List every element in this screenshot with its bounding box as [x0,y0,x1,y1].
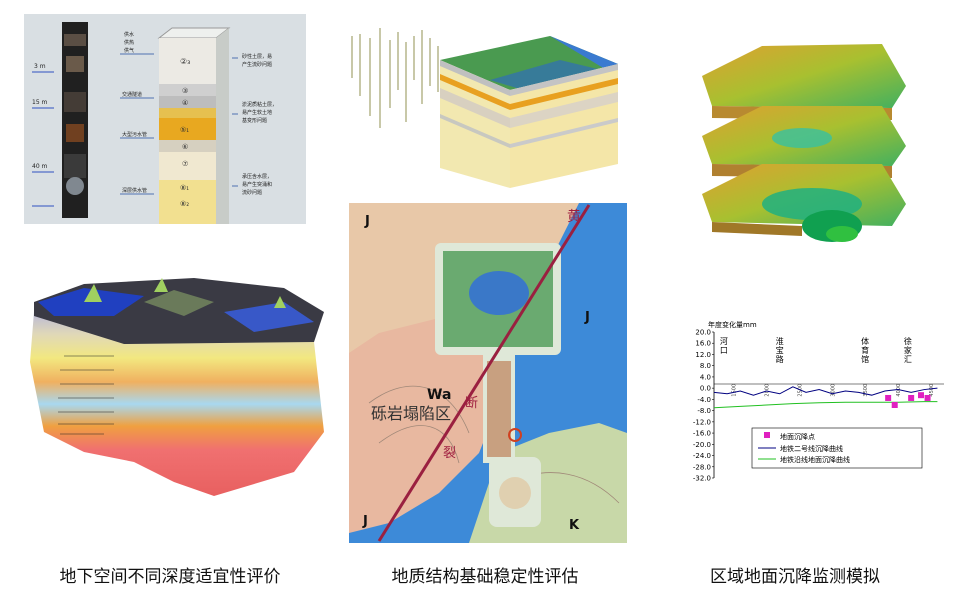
fault-label: 断 [465,396,478,411]
layer-note: 产生流砂问题 [242,61,272,68]
geology-map-panel: J J J K Wa 砾岩塌陷区 黄 断 裂 [349,203,627,543]
layer-id: ⑦ [182,160,188,168]
x-tick-label: 4500 [929,384,935,397]
subsidence-chart: 年度变化量mm 20.0 16.0 12.0 8.0 4.0 0.0 -4.0 -8.0 -12… [693,320,944,483]
depth-label: 40 m [32,163,48,170]
y-tick-label: -32.0 [693,475,711,483]
x-tick-label: 3500 [863,384,869,397]
subsidence-point [924,394,931,401]
layer-id: ⑧₂ [180,200,189,208]
subsidence-chart-panel: 年度变化量mm 20.0 16.0 12.0 8.0 4.0 0.0 -4.0 -8.0 -12… [668,318,950,484]
station-label: 育 [861,345,869,355]
station-label: 馆 [861,354,869,364]
utility-label: 交通隧道 [122,91,142,98]
y-tick-label: 8.0 [700,362,711,370]
legend-label: 地面沉降点 [780,432,815,441]
map-zone-label: J [362,514,368,529]
y-tick-label: 16.0 [695,340,711,348]
geology-block-panel [340,18,630,193]
station-label: 口 [720,346,728,355]
utility-label: 大型污水管 [122,131,147,138]
map-zone-label: J [364,214,370,229]
depth-label: 3 m [34,63,46,70]
subsidence-point [891,402,898,408]
x-tick-label: 2000 [765,384,771,397]
utility-label: 供水 [124,31,134,38]
layer-note: 承压含水层， [242,173,272,180]
caption-depth-evaluation: 地下空间不同深度适宜性评价 [59,567,281,587]
y-tick-label: -24.0 [693,452,711,460]
station-label: 河 [720,336,728,346]
caption-stability-assessment: 地质结构基础稳定性评估 [391,567,579,587]
depth-label: 15 m [32,99,48,106]
map-zone-label: K [569,518,580,533]
station-label: 宝 [776,345,784,355]
fault-label: 裂 [443,446,456,461]
chart-header: 年度变化量mm [708,320,757,329]
map-region-label: 砾岩塌陷区 [371,404,451,423]
layer-note: 易产生软土地 [242,109,272,116]
layer-note: 砂性土层，易 [242,53,272,60]
y-tick-label: -28.0 [693,463,711,471]
station-label: 淮 [776,336,784,346]
station-label: 汇 [904,355,912,364]
map-wa-label: Wa [427,387,451,403]
depth-suitability-panel: 3 m 15 m 40 m 供水 供热 供气 交通隧道 大型污水管 深层供水管 … [24,14,306,224]
utility-label: 深层供水管 [122,187,147,194]
y-tick-label: 0.0 [700,385,711,393]
fault-line [377,204,591,542]
caption-subsidence-monitoring: 区域地面沉降监测模拟 [710,567,880,587]
y-tick-label: 4.0 [700,373,711,381]
subsidence-surface-panel [692,36,914,248]
depth-suitability-figure: 3 m 15 m 40 m 供水 供热 供气 交通隧道 大型污水管 深层供水管 … [24,14,306,224]
layer-note: 易产生突涌和 [242,181,272,188]
legend-label: 地铁沿线地面沉降曲线 [780,455,850,464]
ground-settlement-line [713,401,938,409]
y-tick-label: -16.0 [693,430,711,438]
layer-id: ④ [182,99,188,107]
y-tick-label: -12.0 [693,418,711,426]
layer-note: 流砂问题 [242,189,262,196]
utility-label: 供气 [124,47,134,54]
terrain-layer-figure [30,278,324,496]
geology-map-figure: J J J K Wa 砾岩塌陷区 黄 断 裂 [349,203,627,543]
y-tick-label: -20.0 [693,441,711,449]
layer-note: 基变形问题 [242,117,267,124]
subsidence-point [885,394,892,401]
y-tick-label: -4.0 [697,396,711,404]
layer-id: ③ [182,87,188,95]
y-tick-label: 20.0 [695,329,711,337]
x-tick-label: 1500 [732,384,738,397]
layer-note: 淤泥质粘土层， [242,101,277,108]
y-tick-label: -8.0 [697,407,711,415]
utility-label: 供热 [124,39,134,46]
subsidence-point [908,394,915,401]
metro-settlement-line [713,386,938,396]
subsidence-surface-figure [702,44,906,242]
fault-label: 黄 [567,208,581,225]
geology-block-figure [351,28,618,188]
y-tick-label: 12.0 [695,351,711,359]
station-label: 路 [776,354,784,364]
legend-point-swatch [764,432,770,438]
layer-id: ⑤₁ [180,126,189,134]
station-label: 体 [861,336,869,346]
terrain-layer-panel [24,272,332,497]
layer-id: ⑥ [182,143,188,151]
layer-id: ②₃ [180,57,190,66]
x-tick-label: 3000 [830,384,836,397]
layer-id: ⑧₁ [180,184,189,192]
subsidence-point [918,392,924,399]
station-label: 家 [904,345,912,355]
legend-label: 地铁二号线沉降曲线 [780,444,843,453]
chart-legend [751,427,923,469]
map-zone-label: J [584,310,590,325]
station-label: 徐 [904,336,912,346]
borehole-sticks [351,28,439,128]
